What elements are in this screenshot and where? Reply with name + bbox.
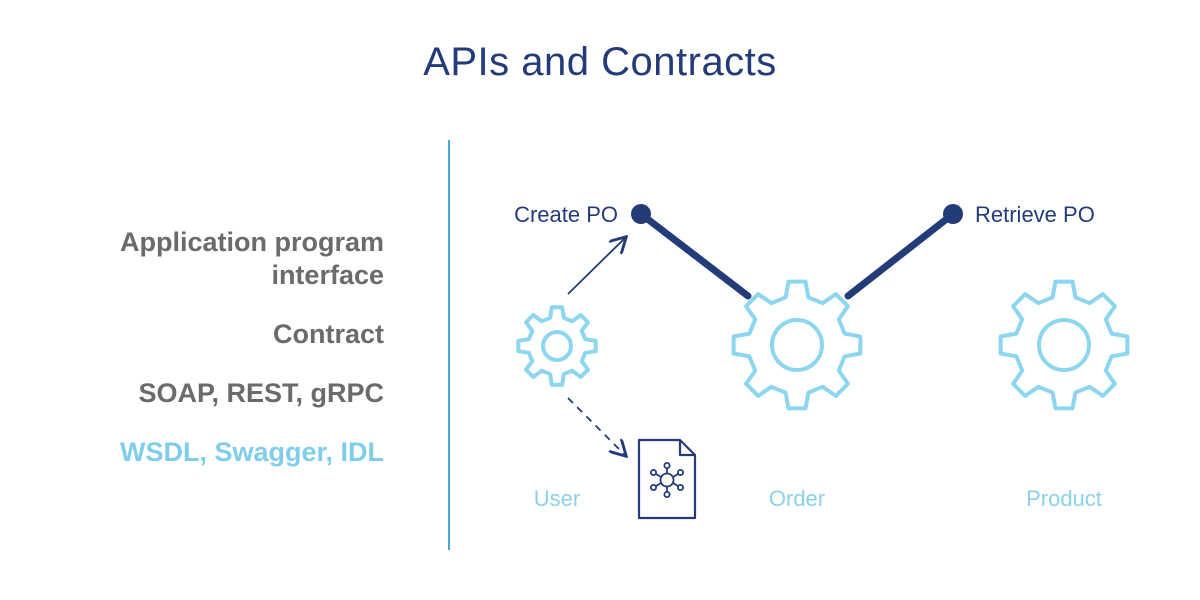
gear-hub [541,330,573,362]
term-contract: Contract [272,319,384,349]
order-gear-icon [731,279,863,411]
user-contract-arrow [567,397,625,455]
term-specs: WSDL, Swagger, IDL [119,437,384,467]
term-api-line1: Application program [119,227,384,257]
create-po-endpoint-dot [631,204,651,224]
order-service-label: Order [769,486,825,511]
vertical-divider [448,140,450,550]
create-po-label: Create PO [514,202,618,227]
gear-hub [1037,318,1091,372]
user-service-label: User [534,486,580,511]
contract-document-icon [637,438,697,520]
retrieve-po-connector [844,210,957,300]
term-protocols: SOAP, REST, gRPC [138,378,384,408]
product-service-label: Product [1026,486,1102,511]
create-po-connector [637,210,752,300]
product-gear-icon [998,279,1130,411]
user-call-arrow [567,238,625,295]
page-title: APIs and Contracts [423,40,777,84]
gear-outline [998,279,1130,411]
term-api-line2: interface [271,260,384,290]
retrieve-po-label: Retrieve PO [975,202,1095,227]
term-api: Application program interface [4,226,384,292]
gear-hub [770,318,824,372]
gear-outline [516,305,598,387]
user-gear-icon [516,305,598,387]
retrieve-po-endpoint-dot [943,204,963,224]
gear-outline [731,279,863,411]
terms-list: Application program interface Contract S… [4,226,384,495]
